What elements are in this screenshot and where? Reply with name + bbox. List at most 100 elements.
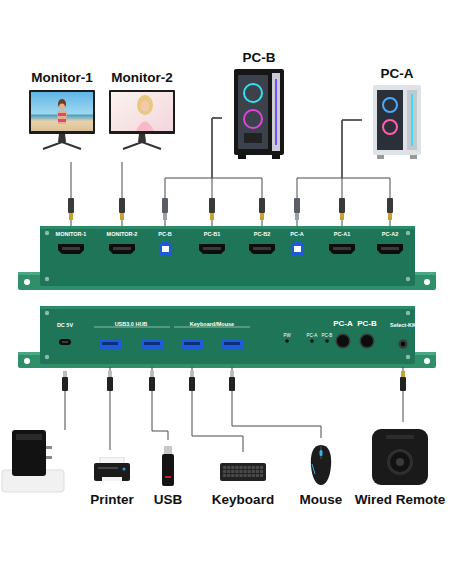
device-node: USB: [150, 440, 186, 508]
port-node: MONITOR-1: [54, 226, 88, 264]
device-label: USB: [154, 492, 183, 508]
device-node: PC-A: [362, 66, 432, 162]
cable-line: [71, 162, 72, 226]
device-node: Keyboard: [204, 452, 282, 508]
port-label: MONITOR-1: [56, 231, 87, 238]
port-node: PC-A: [285, 226, 309, 264]
push-button: [359, 333, 375, 349]
device-picture: [372, 422, 428, 492]
port-label: Select-KK: [390, 322, 416, 329]
device-picture: [309, 438, 333, 492]
port-node: PC-B: [355, 316, 379, 367]
audio-jack: [398, 339, 408, 349]
device-label: Monitor-1: [31, 70, 93, 86]
device-label: PC-B: [243, 50, 276, 66]
hdmi-port: [109, 244, 135, 254]
usb-a-plug: [62, 371, 406, 391]
device-label: Keyboard: [212, 492, 274, 508]
port-node: PC-A: [331, 316, 355, 367]
remote-image: [372, 429, 428, 485]
led-label: PW: [283, 333, 290, 338]
device-picture: [199, 244, 225, 254]
hdmi-port: [377, 244, 403, 254]
port-node: Select-KK: [386, 318, 420, 367]
keyboard-image: [220, 463, 266, 481]
device-picture: [220, 452, 266, 492]
device-node: Printer: [84, 450, 140, 508]
device-label: Printer: [90, 492, 134, 508]
monitor-image: [109, 90, 175, 150]
device-picture: [109, 90, 175, 150]
port-label: PC-B: [357, 319, 377, 328]
device-label: Monitor-2: [111, 70, 173, 86]
device-node: Wired Remote: [350, 422, 450, 508]
device-picture: [335, 333, 351, 349]
port-label: PC-B2: [254, 231, 271, 238]
device-picture: [161, 440, 175, 492]
usb-b-plug: [162, 198, 300, 220]
device-picture: [359, 333, 375, 349]
hdmi-plug: [68, 198, 393, 220]
cable-line: [122, 162, 123, 226]
device-label: Wired Remote: [355, 492, 446, 508]
pc-tower-image: [371, 85, 423, 159]
device-picture: [291, 242, 304, 255]
port-label: PC-B: [158, 231, 171, 238]
hdmi-port: [199, 244, 225, 254]
port-node: Keyboard/Mouse: [172, 318, 252, 367]
cable-line: [342, 120, 362, 226]
cable-line: [212, 118, 222, 226]
power-adapter: [2, 390, 65, 492]
port-label: Keyboard/Mouse: [190, 321, 234, 328]
mouse-image: [309, 444, 333, 486]
port-label: DC 5V: [57, 322, 73, 329]
monitor-image: [29, 90, 95, 150]
device-picture: [371, 85, 423, 159]
port-node: PC-B: [153, 226, 177, 264]
device-node: Monitor-2: [100, 70, 184, 162]
cable-line: [403, 367, 404, 422]
back-panel: [18, 306, 436, 368]
device-picture: [29, 90, 95, 150]
device-node: Mouse: [292, 438, 350, 508]
hdmi-port: [249, 244, 275, 254]
device-picture: [94, 450, 130, 492]
cable-line: [165, 118, 222, 226]
cable-line: [232, 367, 321, 438]
printer-image: [94, 457, 130, 485]
usb-a-ports: [90, 339, 172, 351]
port-node: PC-A1: [325, 226, 359, 264]
port-label: PC-A1: [334, 231, 351, 238]
device-picture: [159, 242, 172, 255]
port-label: USB3.0 HUB: [115, 321, 148, 328]
device-picture: [58, 244, 84, 254]
port-node: PC-B1: [195, 226, 229, 264]
hdmi-port: [58, 244, 84, 254]
front-panel: [18, 226, 436, 290]
port-node: DC 5V: [52, 318, 78, 367]
device-node: PC-B: [222, 50, 296, 162]
led-label: PC-A: [307, 333, 318, 338]
device-picture: [398, 339, 408, 349]
port-node: USB3.0 HUB: [90, 318, 172, 367]
device-label: PC-A: [381, 66, 414, 82]
device-picture: [249, 244, 275, 254]
usb-stick-image: [161, 446, 175, 486]
usb-b-port: [159, 242, 172, 255]
cable-line: [110, 367, 111, 450]
port-node: PC-B2: [245, 226, 279, 264]
port-node: MONITOR-2: [105, 226, 139, 264]
port-label: PC-A: [333, 319, 353, 328]
pc-tower-image: [230, 69, 288, 159]
usb-b-port: [291, 242, 304, 255]
usb-c-port: [59, 339, 71, 345]
port-node: PC-A2: [373, 226, 407, 264]
hdmi-port: [329, 244, 355, 254]
device-picture: [172, 339, 252, 351]
device-label: Mouse: [300, 492, 343, 508]
port-label: PC-A: [290, 231, 303, 238]
port-label: PC-A2: [382, 231, 399, 238]
device-picture: [377, 244, 403, 254]
device-picture: [109, 244, 135, 254]
